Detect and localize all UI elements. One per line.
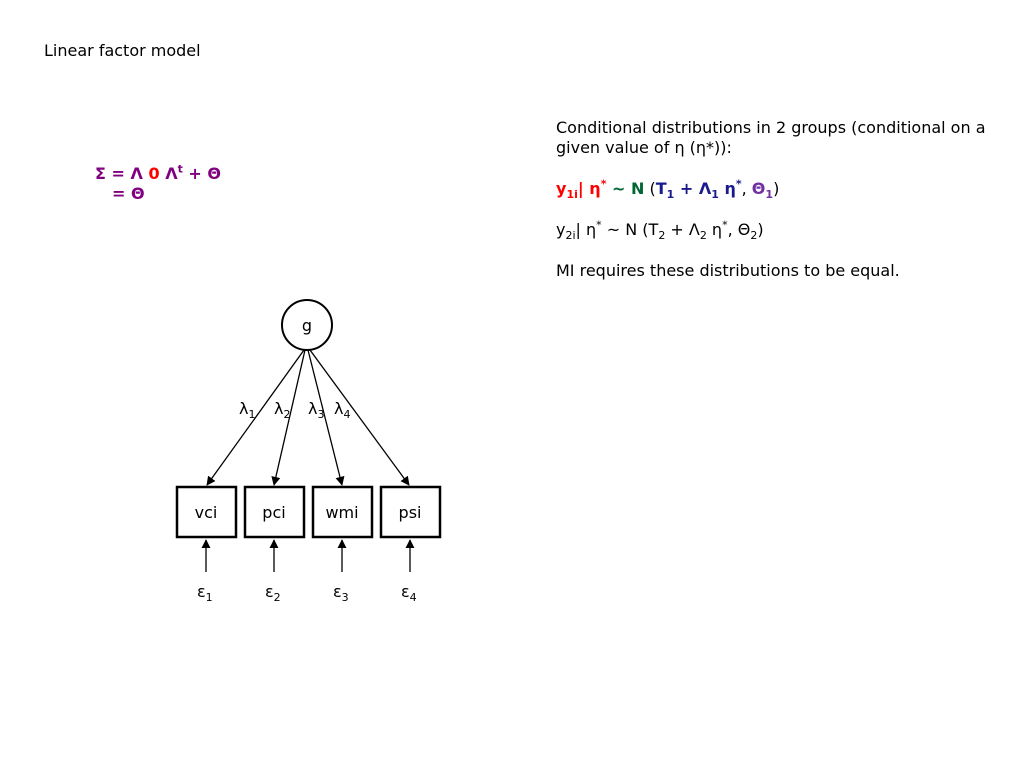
error-label-3: ε3: [333, 582, 349, 604]
intro-text: Conditional distributions in 2 groups (c…: [556, 118, 986, 157]
indicator-label-vci: vci: [195, 503, 218, 522]
plus-sign: +: [188, 164, 202, 183]
group1-distribution: y1i| η* ~ N (T1 + Λ1 η*, Θ1): [556, 177, 780, 202]
theta-symbol: Θ: [207, 164, 222, 183]
distribution-text: Conditional distributions in 2 groups (c…: [556, 118, 986, 302]
loading-label-3: λ3: [308, 399, 324, 421]
factor-node: [281, 299, 333, 351]
formula-line-2: = Θ: [95, 184, 221, 204]
sigma-symbol: Σ: [95, 164, 106, 183]
indicator-label-pci: pci: [262, 503, 285, 522]
indicator-label-psi: psi: [399, 503, 422, 522]
indicator-box-wmi: [311, 485, 374, 539]
loading-arrow-2: [271, 349, 306, 486]
mi-text: MI requires these distributions to be eq…: [556, 261, 900, 280]
loading-label-4: λ4: [334, 399, 350, 421]
zero-value: 0: [148, 164, 160, 183]
group2-distribution: y2i| η* ~ N (T2 + Λ2 η*, Θ2): [556, 218, 764, 243]
indicator-label-wmi: wmi: [325, 503, 358, 522]
theta-symbol-2: Θ: [130, 184, 145, 203]
error-label-4: ε4: [401, 582, 417, 604]
factor-label: g: [302, 316, 312, 335]
indicator-box-psi: [379, 485, 442, 539]
lambda-transpose: Λt: [165, 162, 183, 183]
loading-label-2: λ2: [274, 399, 290, 421]
indicator-box-pci: [243, 485, 306, 539]
error-label-1: ε1: [197, 582, 213, 604]
slide-title: Linear factor model: [44, 41, 201, 60]
equals-sign-2: =: [112, 184, 126, 203]
indicator-box-vci: [175, 485, 238, 539]
equals-sign: =: [111, 164, 125, 183]
lambda-symbol: Λ: [130, 164, 143, 183]
loading-arrow-4: [309, 349, 410, 486]
covariance-formula: Σ = Λ 0 Λt + Θ = Θ: [95, 164, 221, 204]
formula-line-1: Σ = Λ 0 Λt + Θ: [95, 164, 221, 184]
loading-arrow-1: [206, 349, 305, 486]
loading-arrow-3: [307, 349, 345, 486]
loading-label-1: λ1: [239, 399, 255, 421]
error-label-2: ε2: [265, 582, 281, 604]
